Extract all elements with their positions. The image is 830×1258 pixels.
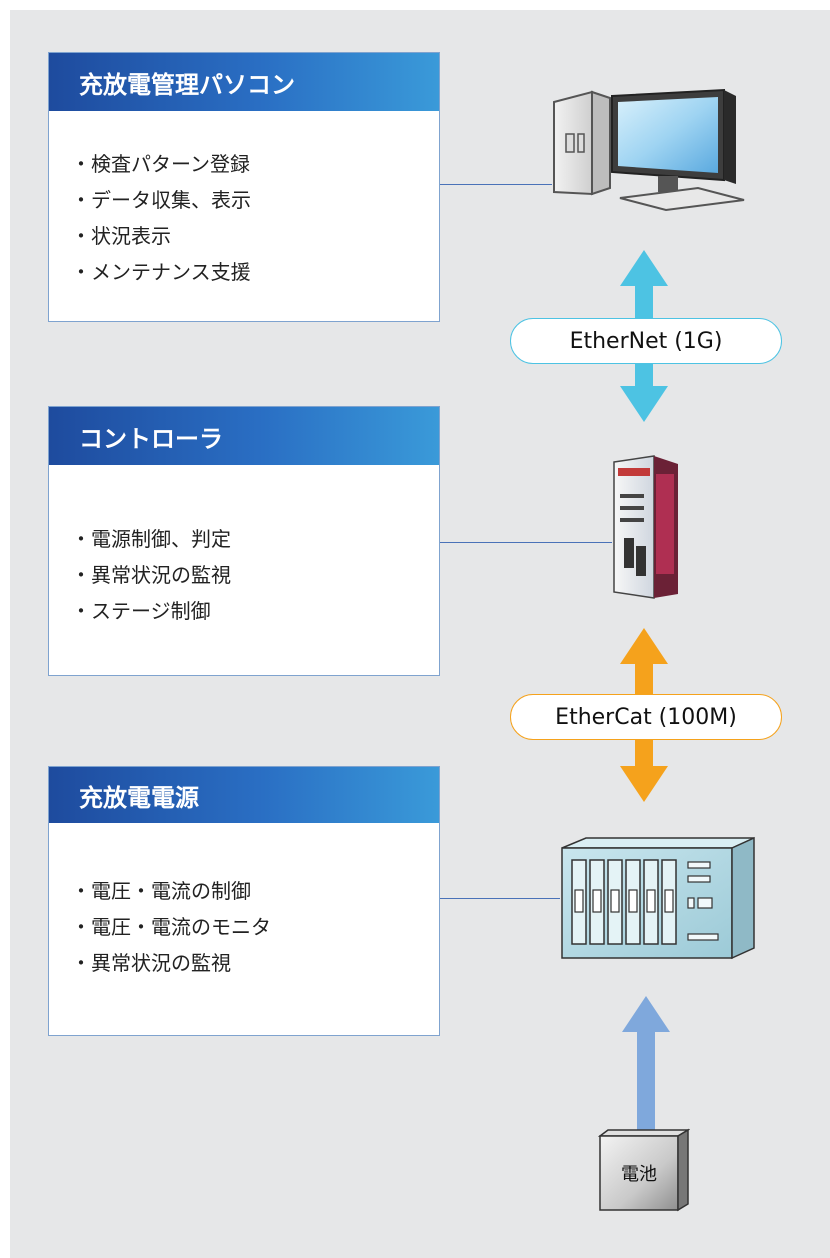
panel-pc: 充放電管理パソコン ・検査パターン登録 ・データ収集、表示 ・状況表示 ・メンテ… bbox=[48, 52, 440, 322]
controller-unit-icon bbox=[613, 455, 678, 599]
battery-link-arrow bbox=[622, 996, 670, 1170]
panel-pc-header: 充放電管理パソコン bbox=[49, 53, 439, 111]
ethercat-label: EtherCat (100M) bbox=[510, 694, 782, 740]
panel-power-title: 充放電電源 bbox=[79, 783, 199, 812]
panel-controller: コントローラ ・電源制御、判定 ・異常状況の監視 ・ステージ制御 bbox=[48, 406, 440, 676]
list-item: ・データ収集、表示 bbox=[71, 188, 251, 212]
list-item: ・電圧・電流のモニタ bbox=[71, 915, 271, 939]
list-item: ・状況表示 bbox=[71, 224, 171, 248]
list-item: ・検査パターン登録 bbox=[71, 152, 250, 176]
panel-controller-title: コントローラ bbox=[79, 424, 223, 453]
list-item: ・異常状況の監視 bbox=[71, 563, 231, 587]
list-item: ・電圧・電流の制御 bbox=[71, 879, 251, 903]
panel-controller-list: ・電源制御、判定 ・異常状況の監視 ・ステージ制御 bbox=[71, 521, 231, 629]
battery-label: 電池 bbox=[621, 1164, 657, 1185]
list-item: ・電源制御、判定 bbox=[71, 527, 231, 551]
connector-pc bbox=[440, 184, 552, 185]
panel-pc-list: ・検査パターン登録 ・データ収集、表示 ・状況表示 ・メンテナンス支援 bbox=[71, 146, 251, 290]
panel-power: 充放電電源 ・電圧・電流の制御 ・電圧・電流のモニタ ・異常状況の監視 bbox=[48, 766, 440, 1036]
list-item: ・メンテナンス支援 bbox=[71, 260, 251, 284]
list-item: ・異常状況の監視 bbox=[71, 951, 231, 975]
list-item: ・ステージ制御 bbox=[71, 599, 211, 623]
connector-power bbox=[440, 898, 560, 899]
ethernet-label: EtherNet (1G) bbox=[510, 318, 782, 364]
panel-power-list: ・電圧・電流の制御 ・電圧・電流のモニタ ・異常状況の監視 bbox=[71, 873, 271, 981]
desktop-pc-icon bbox=[553, 88, 745, 212]
power-supply-rack-icon bbox=[561, 836, 755, 960]
panel-power-header: 充放電電源 bbox=[49, 767, 439, 823]
battery-icon bbox=[598, 1128, 690, 1212]
panel-pc-title: 充放電管理パソコン bbox=[79, 70, 295, 99]
connector-controller bbox=[440, 542, 612, 543]
panel-controller-header: コントローラ bbox=[49, 407, 439, 465]
